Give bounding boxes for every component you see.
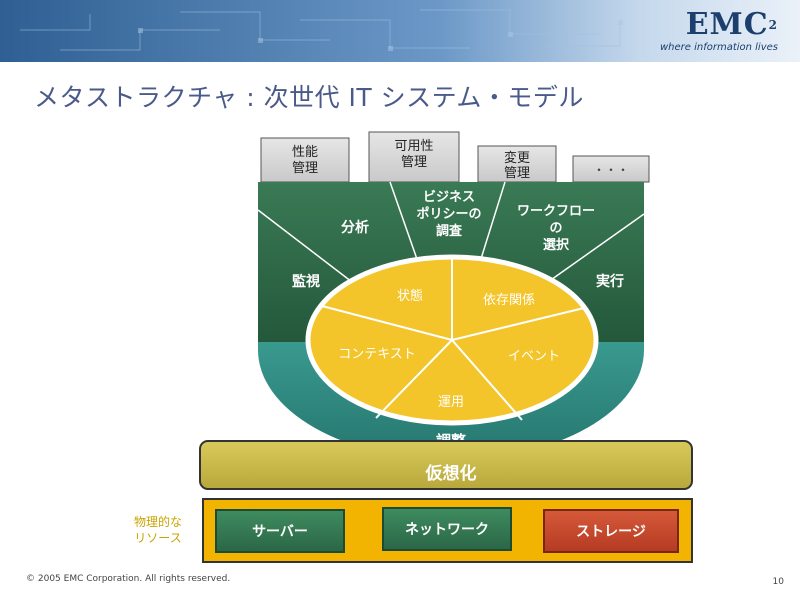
top-box-availability-line2: 管理 xyxy=(401,155,427,170)
physical-resources-label-line2: リソース xyxy=(134,531,181,545)
inner-segment-dividers xyxy=(321,257,585,421)
resource-server-box: サーバー xyxy=(215,509,345,553)
inner-event-label: イベント xyxy=(508,349,560,364)
footer-copyright: © 2005 EMC Corporation. All rights reser… xyxy=(26,574,231,584)
top-box-change-line1: 変更 xyxy=(504,150,530,166)
logo-text: EMC xyxy=(685,7,769,42)
logo-superscript: 2 xyxy=(768,18,778,32)
inner-state-label: 状態 xyxy=(397,288,423,304)
logo-tagline: where information lives xyxy=(659,42,778,53)
header-banner: EMC2 where information lives xyxy=(0,0,800,62)
top-box-more-label: ・・・ xyxy=(593,163,629,177)
inner-dependency-label: 依存関係 xyxy=(483,293,535,308)
top-box-performance-line2: 管理 xyxy=(292,161,318,176)
page-number: 10 xyxy=(772,577,784,587)
physical-resources-label-line1: 物理的な xyxy=(134,514,182,529)
segment-execute-label: 実行 xyxy=(596,273,624,290)
segment-analyze-label: 分析 xyxy=(341,219,369,236)
top-box-change-line2: 管理 xyxy=(504,166,530,181)
top-box-availability: 可用性 管理 xyxy=(368,131,460,183)
segment-workflow: ワークフロー の 選択 xyxy=(517,204,595,253)
top-box-performance: 性能 管理 xyxy=(260,137,350,183)
virtualization-bar xyxy=(199,440,693,490)
top-box-availability-line1: 可用性 xyxy=(394,139,433,154)
segment-policy: ビジネス ポリシーの 調査 xyxy=(416,189,481,239)
circuit-pattern xyxy=(20,9,623,51)
segment-policy-line2: ポリシーの xyxy=(416,206,481,222)
resource-server-label: サーバー xyxy=(252,524,308,540)
resource-network-box: ネットワーク xyxy=(382,507,512,551)
inner-operation-label: 運用 xyxy=(438,395,464,410)
inner-context-label: コンテキスト xyxy=(338,347,416,362)
resource-storage-label: ストレージ xyxy=(576,524,646,540)
top-box-change: 変更 管理 xyxy=(477,145,557,183)
outer-segment-dividers xyxy=(257,181,645,283)
resource-storage-box: ストレージ xyxy=(543,509,679,553)
resource-network-label: ネットワーク xyxy=(405,522,489,538)
segment-workflow-line2: の xyxy=(549,221,562,236)
segment-workflow-line1: ワークフロー xyxy=(517,204,595,219)
emc-logo: EMC2 where information lives xyxy=(659,7,778,54)
virtualization-label: 仮想化 xyxy=(425,463,477,484)
segment-monitor-label: 監視 xyxy=(292,273,320,290)
top-box-more: ・・・ xyxy=(572,155,650,183)
segment-workflow-line3: 選択 xyxy=(543,237,570,253)
page-title: メタストラクチャ : 次世代 IT システム・モデル xyxy=(34,83,584,112)
segment-policy-line3: 調査 xyxy=(436,223,463,239)
segment-policy-line1: ビジネス xyxy=(423,189,475,205)
top-box-performance-line1: 性能 xyxy=(292,145,318,160)
